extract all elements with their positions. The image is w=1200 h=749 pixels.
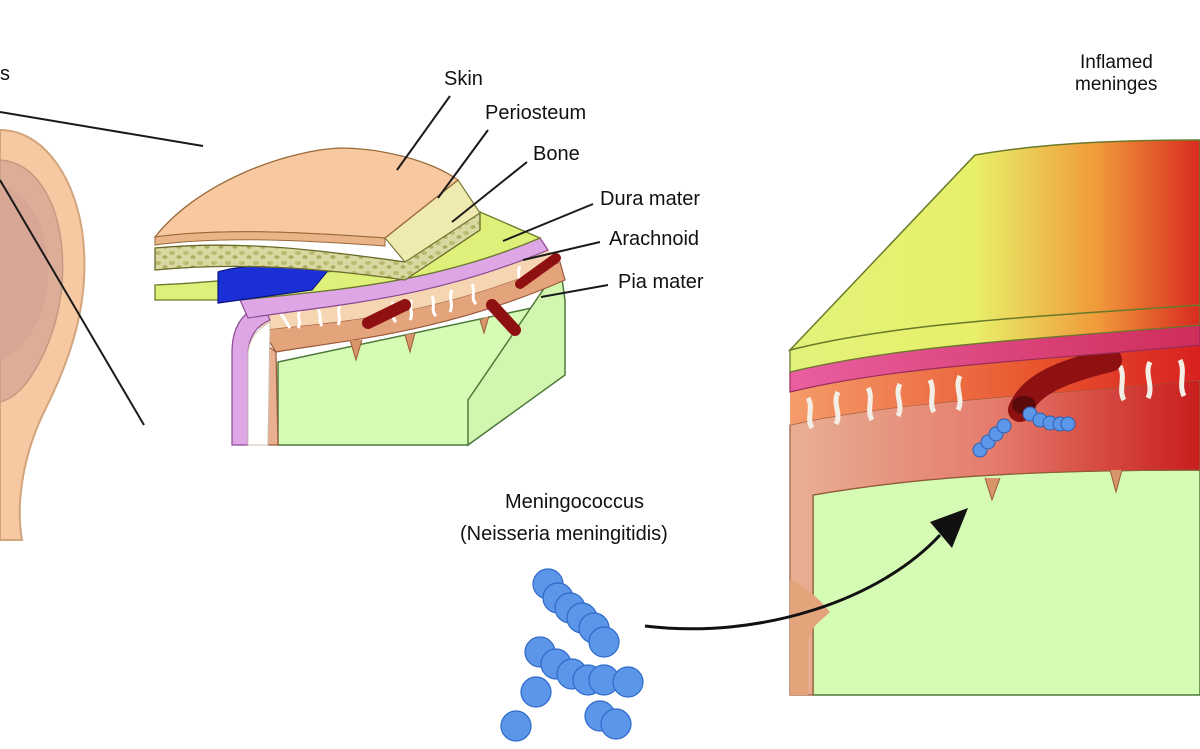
inflamed-trabeculae bbox=[805, 358, 1187, 430]
label-inflamed-line2: meninges bbox=[1075, 74, 1157, 95]
coccus-chain-icon bbox=[500, 568, 644, 742]
label-bone: Bone bbox=[533, 143, 580, 165]
leader-bone bbox=[451, 161, 528, 223]
bacteria-in-tissue bbox=[972, 406, 1076, 458]
label-dura-mater: Dura mater bbox=[600, 188, 700, 210]
label-neisseria: (Neisseria meningitidis) bbox=[460, 523, 668, 545]
inflamed-meninges-block bbox=[787, 139, 1200, 696]
top-left-label-fragment: s bbox=[0, 63, 10, 85]
leader-arachnoid bbox=[522, 241, 601, 261]
leader-pia-mater bbox=[540, 284, 609, 298]
leader-head-to-block-lower bbox=[0, 179, 145, 426]
label-pia-mater: Pia mater bbox=[618, 271, 704, 293]
blood-vessel bbox=[515, 253, 561, 289]
leader-skin bbox=[396, 95, 451, 171]
label-skin: Skin bbox=[444, 68, 483, 90]
leader-dura-mater bbox=[502, 203, 594, 242]
head-cross-section bbox=[0, 128, 86, 541]
curved-arrow-icon bbox=[644, 508, 968, 631]
label-meningococcus: Meningococcus bbox=[505, 491, 644, 513]
blood-vessel bbox=[362, 299, 411, 329]
leader-head-to-block-upper bbox=[0, 111, 204, 147]
blood-vessel bbox=[486, 299, 521, 336]
leader-periosteum bbox=[437, 129, 489, 199]
label-arachnoid: Arachnoid bbox=[609, 228, 699, 250]
label-periosteum: Periosteum bbox=[485, 102, 586, 124]
label-inflamed-line1: Inflamed bbox=[1080, 52, 1153, 73]
meninges-layer-block bbox=[153, 147, 566, 447]
